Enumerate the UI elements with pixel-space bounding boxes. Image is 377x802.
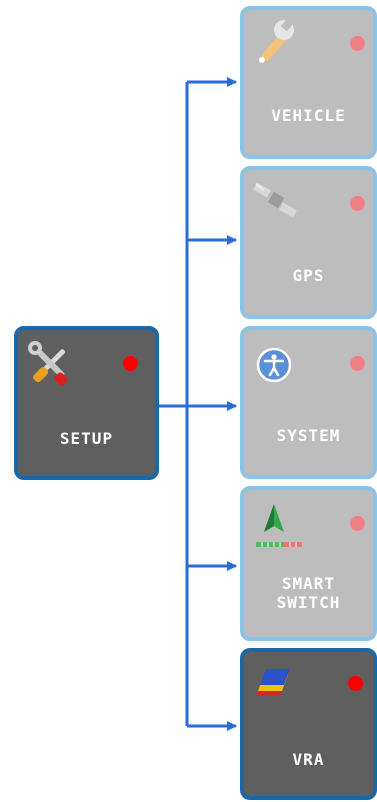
smart-switch-label: SMART SWITCH bbox=[276, 574, 341, 612]
vra-label: VRA bbox=[292, 750, 325, 769]
tools-icon bbox=[26, 339, 76, 393]
setup-label: SETUP bbox=[59, 429, 114, 448]
vra-button[interactable]: VRA bbox=[240, 648, 377, 800]
system-label: SYSTEM bbox=[276, 426, 341, 445]
accessibility-icon bbox=[256, 347, 292, 387]
vehicle-label: VEHICLE bbox=[271, 106, 346, 125]
smart-switch-button[interactable]: SMART SWITCH bbox=[240, 486, 377, 641]
satellite-icon bbox=[250, 180, 300, 230]
wrench-icon bbox=[252, 18, 298, 72]
connector-lines bbox=[159, 77, 237, 731]
smart-switch-icon bbox=[254, 502, 306, 558]
vehicle-status-indicator bbox=[350, 36, 365, 51]
vehicle-button[interactable]: VEHICLE bbox=[240, 6, 377, 159]
gps-label: GPS bbox=[292, 266, 325, 285]
smart-switch-status-indicator bbox=[350, 516, 365, 531]
vra-status-indicator bbox=[348, 676, 363, 691]
setup-status-indicator bbox=[123, 356, 138, 371]
gps-button[interactable]: GPS bbox=[240, 166, 377, 319]
system-button[interactable]: SYSTEM bbox=[240, 326, 377, 479]
system-status-indicator bbox=[350, 356, 365, 371]
setup-button[interactable]: SETUP bbox=[14, 326, 159, 480]
vra-layers-icon bbox=[254, 666, 294, 706]
gps-status-indicator bbox=[350, 196, 365, 211]
